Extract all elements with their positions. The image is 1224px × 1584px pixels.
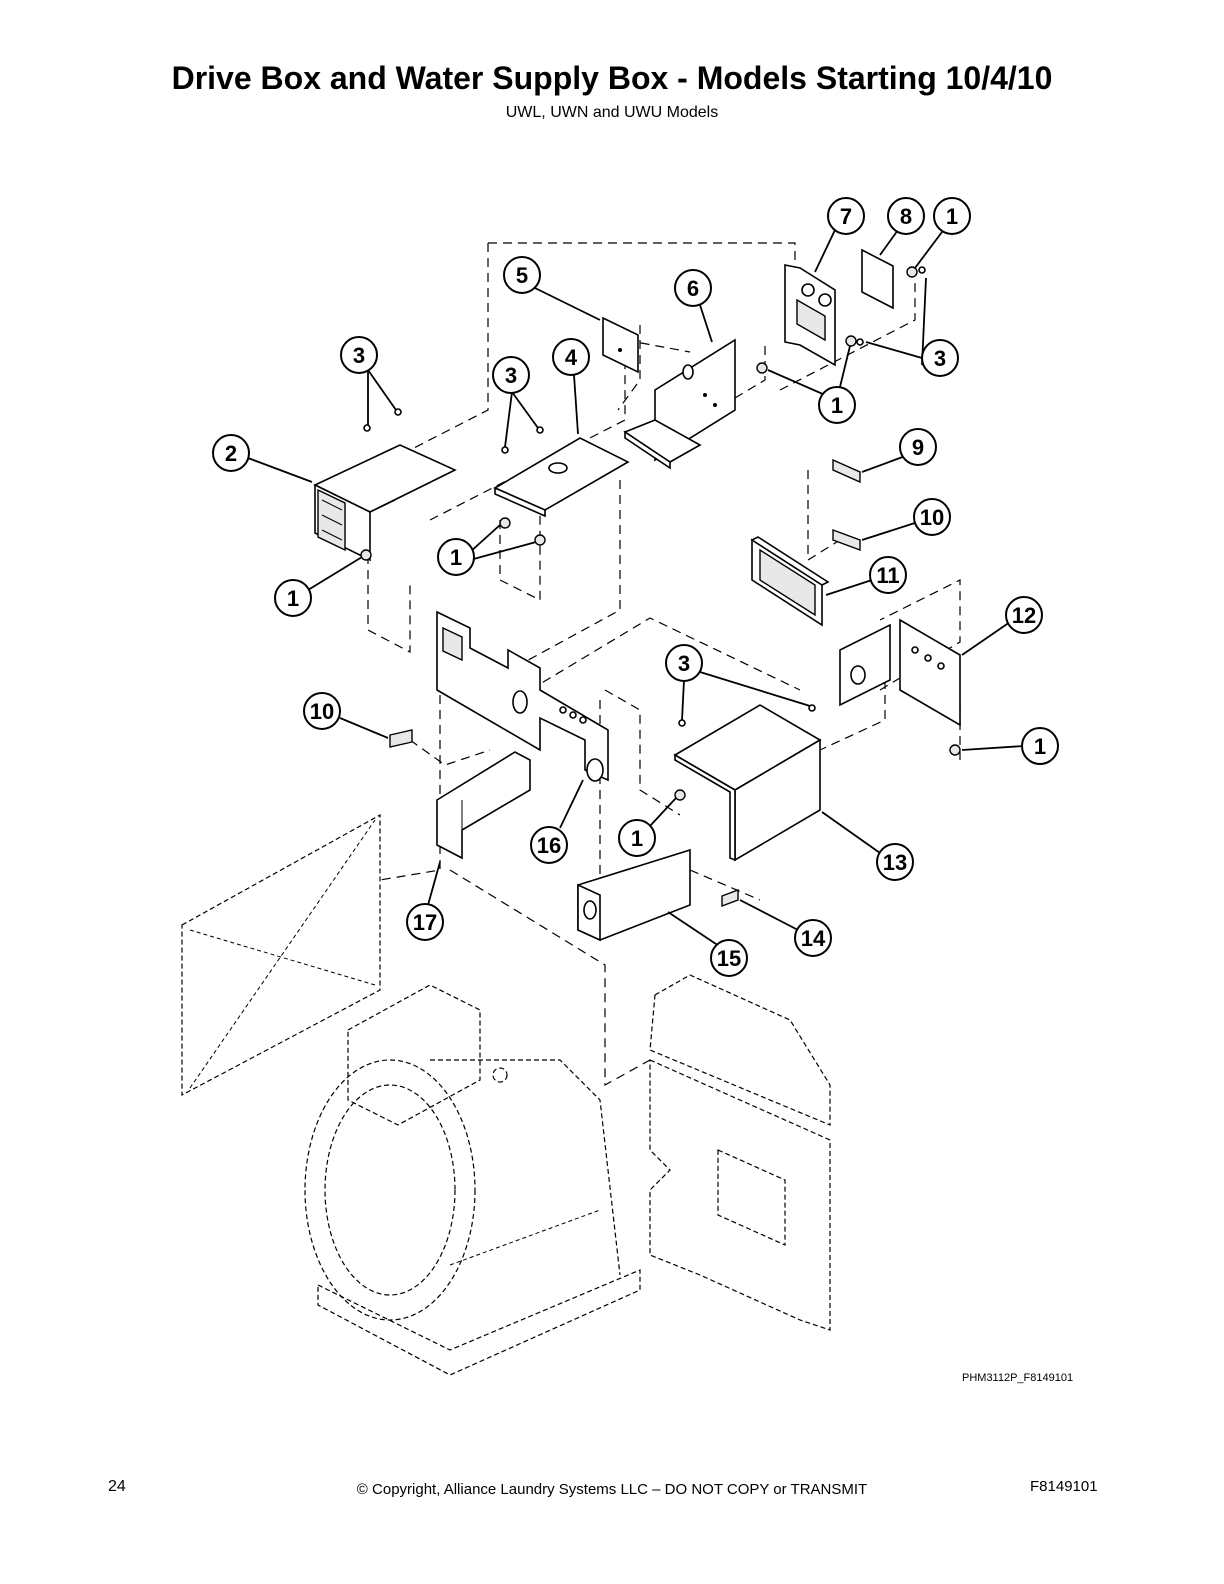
callout-4: 4 [552, 338, 590, 376]
machine-drum-assembly-outline [304, 984, 641, 1376]
part-7-frame-bracket [784, 264, 836, 367]
svg-text:8: 8 [900, 204, 912, 229]
page-subtitle: UWL, UWN and UWU Models [505, 104, 719, 121]
part-4-top-plate [493, 437, 630, 518]
svg-text:7: 7 [840, 204, 852, 229]
callout-10: 10 [303, 692, 341, 730]
svg-text:3: 3 [353, 343, 365, 368]
callout-6: 6 [674, 269, 712, 307]
callout-3: 3 [492, 356, 530, 394]
fastener-3-screw [536, 426, 544, 434]
svg-text:1: 1 [450, 545, 462, 570]
svg-text:12: 12 [1012, 603, 1036, 628]
callout-16: 16 [530, 826, 568, 864]
callout-1: 1 [274, 579, 312, 617]
fastener-1-nut [499, 517, 511, 529]
fastener-3-screw [394, 408, 402, 416]
part-10-label-lower [389, 729, 413, 748]
machine-top-panel-outline [181, 813, 381, 1096]
svg-text:3: 3 [934, 346, 946, 371]
callout-10: 10 [913, 498, 951, 536]
svg-text:1: 1 [631, 826, 643, 851]
callout-3: 3 [340, 336, 378, 374]
fasteners [360, 266, 961, 801]
part-10-label-upper [832, 528, 861, 552]
fastener-1-nut [845, 335, 857, 347]
fastener-1-nut [756, 362, 768, 374]
callout-3: 3 [921, 339, 959, 377]
callout-3: 3 [665, 644, 703, 682]
callout-1: 1 [437, 538, 475, 576]
callout-17: 17 [406, 903, 444, 941]
page-number: 24 [108, 1478, 126, 1495]
callout-11: 11 [869, 556, 907, 594]
callout-5: 5 [503, 256, 541, 294]
callout-9: 9 [899, 428, 937, 466]
callout-7: 7 [827, 197, 865, 235]
part-14-label [721, 888, 739, 908]
fastener-3-screw [856, 338, 864, 346]
svg-text:1: 1 [831, 393, 843, 418]
machine-side-panel-outline [649, 974, 831, 1331]
callout-1: 1 [818, 386, 856, 424]
callout-1: 1 [933, 197, 971, 235]
fastener-3-screw [501, 446, 509, 454]
document-number: F8149101 [1030, 1478, 1098, 1495]
svg-text:1: 1 [946, 204, 958, 229]
copyright-notice: © Copyright, Alliance Laundry Systems LL… [356, 1481, 868, 1498]
fastener-1-nut [949, 744, 961, 756]
part-5-small-plate [602, 316, 639, 374]
callout-8: 8 [887, 197, 925, 235]
leader-lines [247, 229, 1025, 949]
callout-14: 14 [794, 919, 832, 957]
svg-text:10: 10 [920, 505, 944, 530]
fastener-1-nut [674, 789, 686, 801]
fastener-3-screw [918, 266, 926, 274]
part-8-cover-plate [861, 248, 894, 310]
svg-text:3: 3 [505, 363, 517, 388]
svg-text:11: 11 [876, 563, 899, 588]
part-13-box-cover [673, 704, 822, 862]
callout-13: 13 [876, 843, 914, 881]
fastener-3-screw [363, 424, 371, 432]
svg-text:1: 1 [287, 586, 299, 611]
part-17-small-bracket [436, 751, 531, 860]
svg-text:13: 13 [883, 850, 907, 875]
svg-text:2: 2 [225, 441, 237, 466]
part-16-main-back-panel [436, 610, 609, 782]
part-6-angle-bracket [623, 338, 736, 470]
fastener-3-screw [678, 719, 686, 727]
fastener-3-screw [808, 704, 816, 712]
svg-text:5: 5 [516, 263, 528, 288]
drawing-code: PHM3112P_F8149101 [962, 1372, 1074, 1384]
svg-text:3: 3 [678, 651, 690, 676]
svg-text:1: 1 [1034, 734, 1046, 759]
svg-text:9: 9 [912, 435, 924, 460]
fastener-1-nut [360, 549, 372, 561]
callout-15: 15 [710, 939, 748, 977]
svg-text:10: 10 [310, 699, 334, 724]
svg-text:6: 6 [687, 276, 699, 301]
callout-2: 2 [212, 434, 250, 472]
part-15-lower-channel [577, 848, 691, 942]
svg-text:16: 16 [537, 833, 561, 858]
callout-1: 1 [618, 819, 656, 857]
page-title: Drive Box and Water Supply Box - Models … [171, 60, 1053, 96]
fastener-1-nut [534, 534, 546, 546]
callout-1: 1 [1021, 727, 1059, 765]
part-9-label [832, 458, 861, 484]
fastener-1-nut [906, 266, 918, 278]
svg-text:14: 14 [801, 926, 826, 951]
callout-12: 12 [1005, 596, 1043, 634]
part-12-side-bracket [839, 618, 961, 727]
svg-text:4: 4 [565, 345, 578, 370]
svg-text:15: 15 [717, 946, 741, 971]
part-11-framed-panel [750, 536, 830, 627]
part-2-shelf-bracket [313, 444, 457, 562]
svg-text:17: 17 [413, 910, 437, 935]
